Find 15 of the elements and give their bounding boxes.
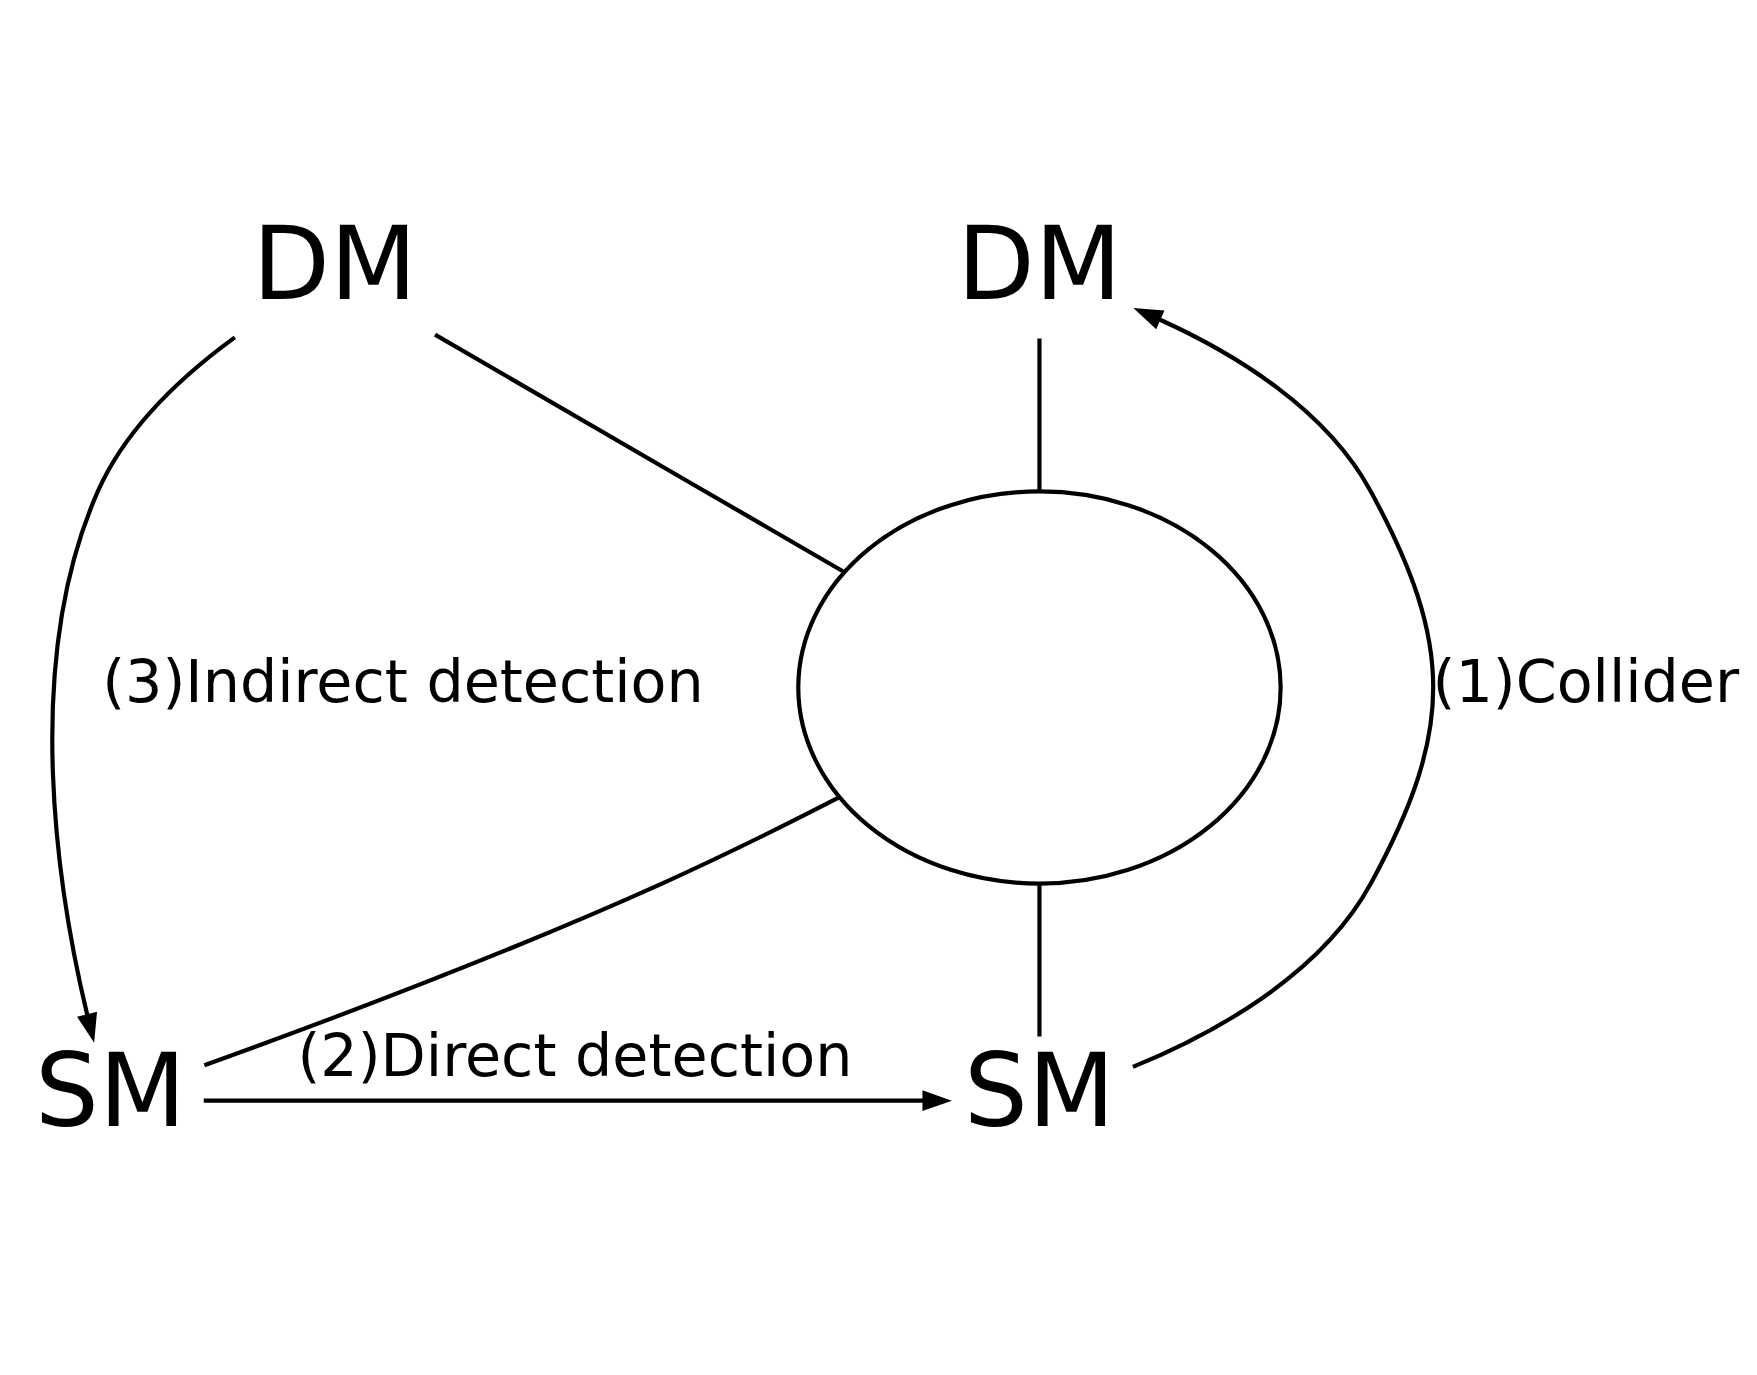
- node-text: SM: [35, 1032, 186, 1150]
- connector: [203, 795, 840, 1068]
- node-text: DM: [252, 206, 417, 324]
- arrow: [1132, 308, 1436, 1069]
- connector: [433, 332, 845, 574]
- node-text: DM: [957, 206, 1122, 324]
- edge-label: (1)Collider: [1432, 646, 1740, 716]
- arrow: [50, 335, 237, 1043]
- edge-label: (2)Direct detection: [297, 1021, 853, 1091]
- connector: [1037, 883, 1042, 1037]
- node-circle: [796, 489, 1283, 886]
- connector: [1037, 338, 1042, 492]
- node-text: SM: [964, 1032, 1115, 1150]
- arrow: [203, 1090, 952, 1111]
- edge-label: (3)Indirect detection: [102, 646, 704, 716]
